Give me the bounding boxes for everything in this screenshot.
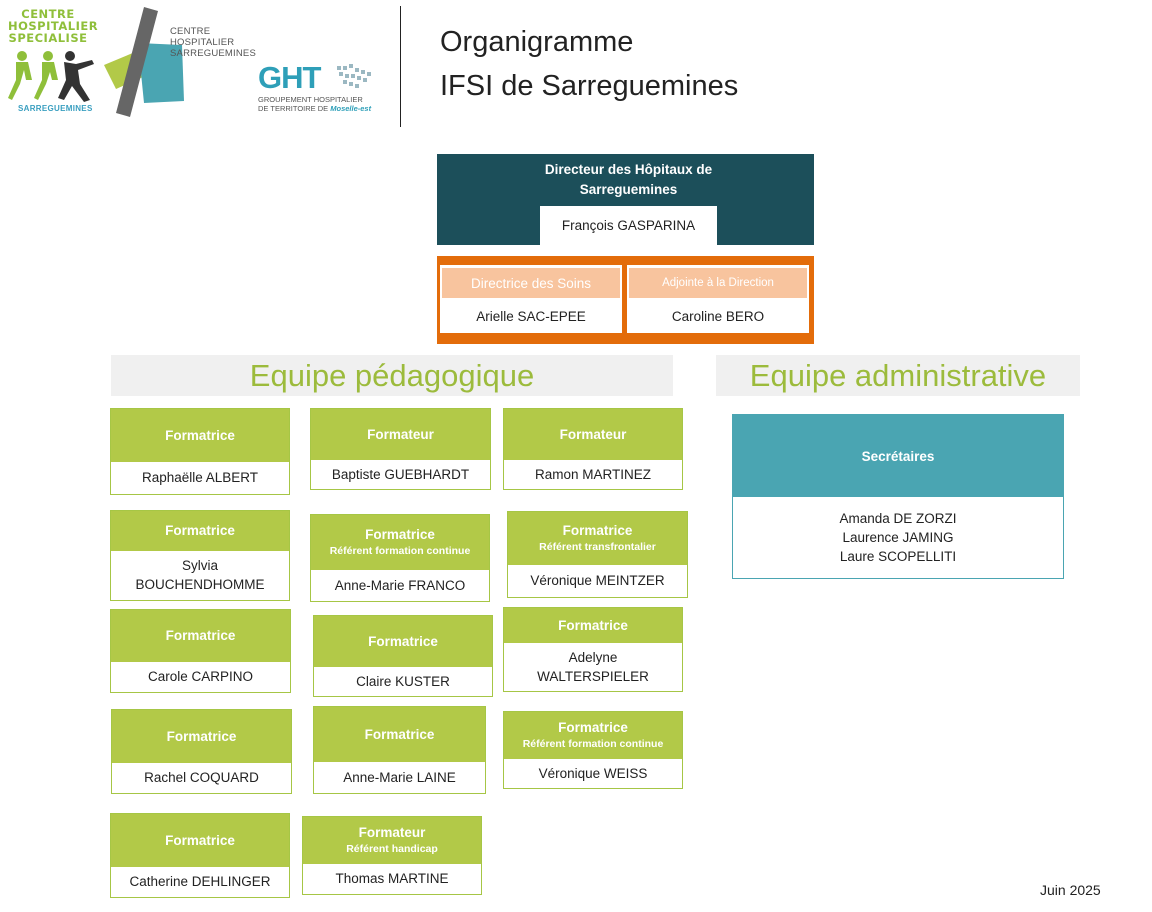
staff-referent: Référent handicap xyxy=(346,843,438,855)
staff-name: Thomas MARTINE xyxy=(335,871,449,886)
admin-name: Amanda DE ZORZI xyxy=(839,511,957,526)
staff-name: Anne-Marie FRANCO xyxy=(334,577,466,593)
ght-logo-line-2: DE TERRITOIRE DE xyxy=(258,103,329,113)
staff-name-text: Adelyne WALTERSPIELER xyxy=(537,649,649,684)
csh-logo-line-1: CENTRE xyxy=(21,7,75,21)
staff-card: Formatrice Claire KUSTER xyxy=(313,615,493,697)
ght-logo-word: GHT xyxy=(258,60,321,95)
staff-card-header: Formatrice Référent transfrontalier xyxy=(508,512,687,565)
staff-role: Formateur xyxy=(367,426,434,442)
staff-card-header: Formatrice xyxy=(112,710,291,763)
staff-name: Anne-Marie LAINE xyxy=(343,769,456,785)
staff-role: Formatrice xyxy=(165,832,235,848)
staff-name: Catherine DEHLINGER xyxy=(129,874,271,889)
director-title: Directeur des Hôpitaux de Sarreguemines xyxy=(540,154,717,205)
admin-card-header: Secrétaires xyxy=(733,415,1063,497)
chs-logo: CENTRE HOSPITALIER SARREGUEMINES xyxy=(100,5,260,120)
staff-card-header: Formatrice xyxy=(504,608,682,643)
staff-role: Formatrice xyxy=(165,523,235,538)
staff-card-header: Formatrice xyxy=(111,511,289,551)
staff-card: Formatrice Référent formation continue A… xyxy=(310,514,490,602)
chs-logo-line-3: SARREGUEMINES xyxy=(170,48,257,59)
staff-name: Baptiste GUEBHARDT xyxy=(331,466,470,482)
director-name: François GASPARINA xyxy=(540,206,717,245)
staff-role: Formatrice xyxy=(365,527,435,542)
chs-logo-line-1: CENTRE xyxy=(170,26,211,37)
chs-logo-shapes xyxy=(104,7,184,117)
staff-card: Formatrice Sylvia BOUCHENDHOMME xyxy=(110,510,290,601)
staff-card-header: Formatrice Référent formation continue xyxy=(311,515,489,570)
page-title: Organigramme xyxy=(440,26,634,58)
header-divider xyxy=(400,6,401,127)
staff-name: Sylvia BOUCHENDHOMME xyxy=(111,550,289,600)
staff-card-header: Formateur xyxy=(311,409,490,460)
ght-logo: GHT GROUPEMENT HOSPITALIER DE TERRITOIRE… xyxy=(255,60,385,120)
staff-card-header: Formateur Référent handicap xyxy=(303,817,481,864)
staff-name: Carole CARPINO xyxy=(147,669,254,684)
staff-card: Formatrice Référent transfrontalier Véro… xyxy=(507,511,688,598)
staff-name: Véronique MEINTZER xyxy=(530,573,665,588)
staff-role: Formateur xyxy=(559,426,627,442)
staff-role: Formateur xyxy=(358,825,426,840)
staff-role: Formatrice xyxy=(562,523,633,538)
csh-logo: CENTRE HOSPITALIER SPECIALISE SARREGUEMI… xyxy=(8,8,100,118)
staff-name: Ramon MARTINEZ xyxy=(534,466,652,482)
staff-card: Formateur Baptiste GUEBHARDT xyxy=(310,408,491,490)
ght-logo-subtitle: GROUPEMENT HOSPITALIER DE TERRITOIRE DE … xyxy=(258,95,372,113)
ght-logo-line-1: GROUPEMENT HOSPITALIER xyxy=(258,95,363,104)
csh-logo-line-2: HOSPITALIER xyxy=(8,19,99,33)
staff-card-header: Formatrice xyxy=(314,616,492,667)
ght-logo-script: Moselle-est xyxy=(330,103,372,113)
staff-card: Formatrice Adelyne WALTERSPIELER xyxy=(503,607,683,692)
staff-role: Formatrice xyxy=(558,617,628,633)
staff-card-header: Formatrice xyxy=(111,409,289,462)
staff-card: Formatrice Catherine DEHLINGER xyxy=(110,813,290,898)
staff-card: Formatrice Raphaëlle ALBERT xyxy=(110,408,290,495)
direction-soins-title: Directrice des Soins xyxy=(442,268,620,298)
admin-names: Amanda DE ZORZI Laurence JAMING Laure SC… xyxy=(733,509,1063,566)
staff-card: Formateur Référent handicap Thomas MARTI… xyxy=(302,816,482,895)
staff-name: Rachel COQUARD xyxy=(144,770,259,785)
csh-logo-city: SARREGUEMINES xyxy=(18,104,93,113)
staff-role: Formatrice xyxy=(165,628,236,643)
chs-logo-text: CENTRE HOSPITALIER SARREGUEMINES xyxy=(170,26,256,59)
runners-icon xyxy=(8,51,94,102)
staff-name: Adelyne WALTERSPIELER xyxy=(504,642,682,691)
staff-card: Formatrice Référent formation continue V… xyxy=(503,711,683,789)
staff-card-header: Formatrice xyxy=(111,814,289,867)
direction-adjointe-name: Caroline BERO xyxy=(671,309,765,324)
admin-name: Laure SCOPELLITI xyxy=(839,549,957,564)
staff-card: Formatrice Carole CARPINO xyxy=(110,609,291,693)
staff-referent: Référent formation continue xyxy=(329,545,471,557)
staff-name: Véronique WEISS xyxy=(538,765,648,781)
csh-logo-line-3: SPECIALISE xyxy=(8,31,88,45)
staff-card: Formatrice Rachel COQUARD xyxy=(111,709,292,794)
footer-date: Juin 2025 xyxy=(1040,882,1101,898)
staff-name: Claire KUSTER xyxy=(356,673,450,689)
staff-card-header: Formatrice xyxy=(314,707,485,762)
dotted-map-icon xyxy=(337,64,371,88)
staff-name-text: Sylvia BOUCHENDHOMME xyxy=(135,558,265,592)
admin-name: Laurence JAMING xyxy=(842,530,954,545)
staff-referent: Référent transfrontalier xyxy=(539,541,656,553)
direction-soins-name: Arielle SAC-EPEE xyxy=(476,309,586,324)
direction-adjointe-title: Adjointe à la Direction xyxy=(629,268,807,298)
page-subtitle: IFSI de Sarreguemines xyxy=(440,70,739,102)
staff-card-header: Formateur xyxy=(504,409,682,460)
staff-role: Formatrice xyxy=(364,726,435,742)
section-pedagogique: Equipe pédagogique xyxy=(111,355,673,396)
staff-card: Formatrice Anne-Marie LAINE xyxy=(313,706,486,794)
staff-card: Formateur Ramon MARTINEZ xyxy=(503,408,683,490)
director-title-text: Directeur des Hôpitaux de Sarreguemines xyxy=(544,161,713,197)
staff-role: Formatrice xyxy=(368,633,438,649)
staff-referent: Référent formation continue xyxy=(522,738,664,750)
staff-role: Formatrice xyxy=(166,728,237,744)
staff-name: Raphaëlle ALBERT xyxy=(141,470,259,485)
section-administrative: Equipe administrative xyxy=(716,355,1080,396)
staff-role: Formatrice xyxy=(165,427,235,443)
staff-card-header: Formatrice xyxy=(111,610,290,662)
staff-card-header: Formatrice Référent formation continue xyxy=(504,712,682,759)
chs-logo-line-2: HOSPITALIER xyxy=(170,37,235,48)
staff-role: Formatrice xyxy=(558,720,628,735)
